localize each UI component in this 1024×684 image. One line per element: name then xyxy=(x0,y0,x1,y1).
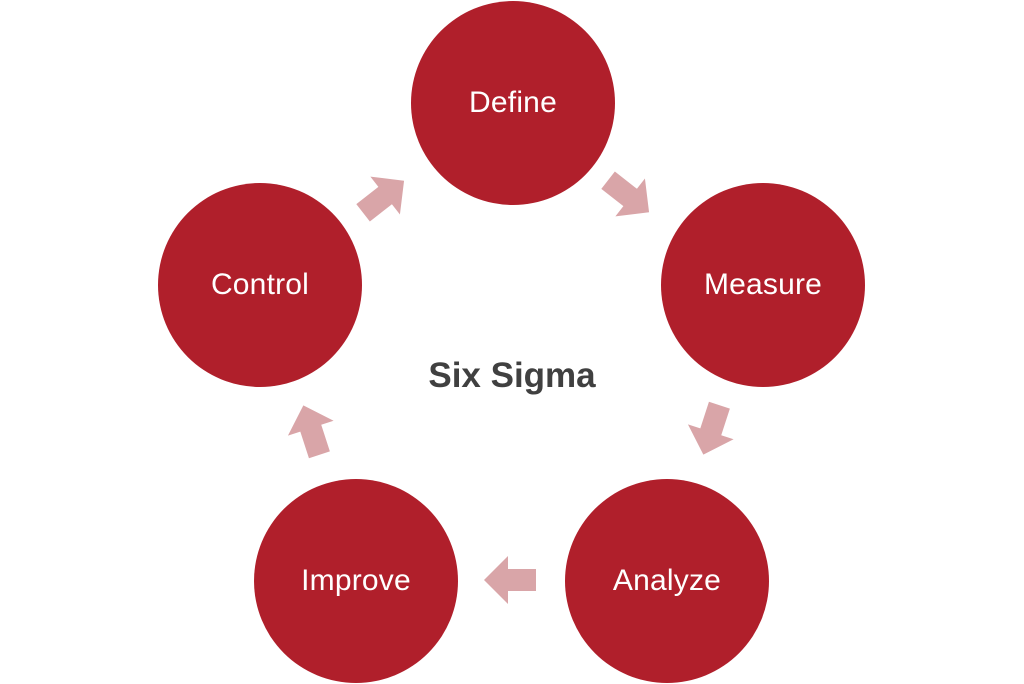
stage-analyze-circle: Analyze xyxy=(565,479,769,683)
arrow-improve-to-control xyxy=(287,405,334,459)
stage-define-circle: Define xyxy=(411,1,615,205)
stage-measure-label: Measure xyxy=(703,268,823,301)
stage-define-label: Define xyxy=(469,86,557,119)
arrow-control-to-define xyxy=(356,176,405,222)
arrow-define-to-measure xyxy=(601,171,650,217)
stage-analyze-label: Analyze xyxy=(612,564,722,597)
stage-control-circle: Control xyxy=(158,183,362,387)
stage-improve-label: Improve xyxy=(301,564,411,597)
arrow-measure-to-analyze xyxy=(687,401,734,455)
stage-improve-circle: Improve xyxy=(254,479,458,683)
stage-measure-circle: Measure xyxy=(661,183,865,387)
diagram-title: Six Sigma xyxy=(428,356,596,395)
stage-control-label: Control xyxy=(210,268,310,301)
arrow-analyze-to-improve xyxy=(484,556,536,604)
